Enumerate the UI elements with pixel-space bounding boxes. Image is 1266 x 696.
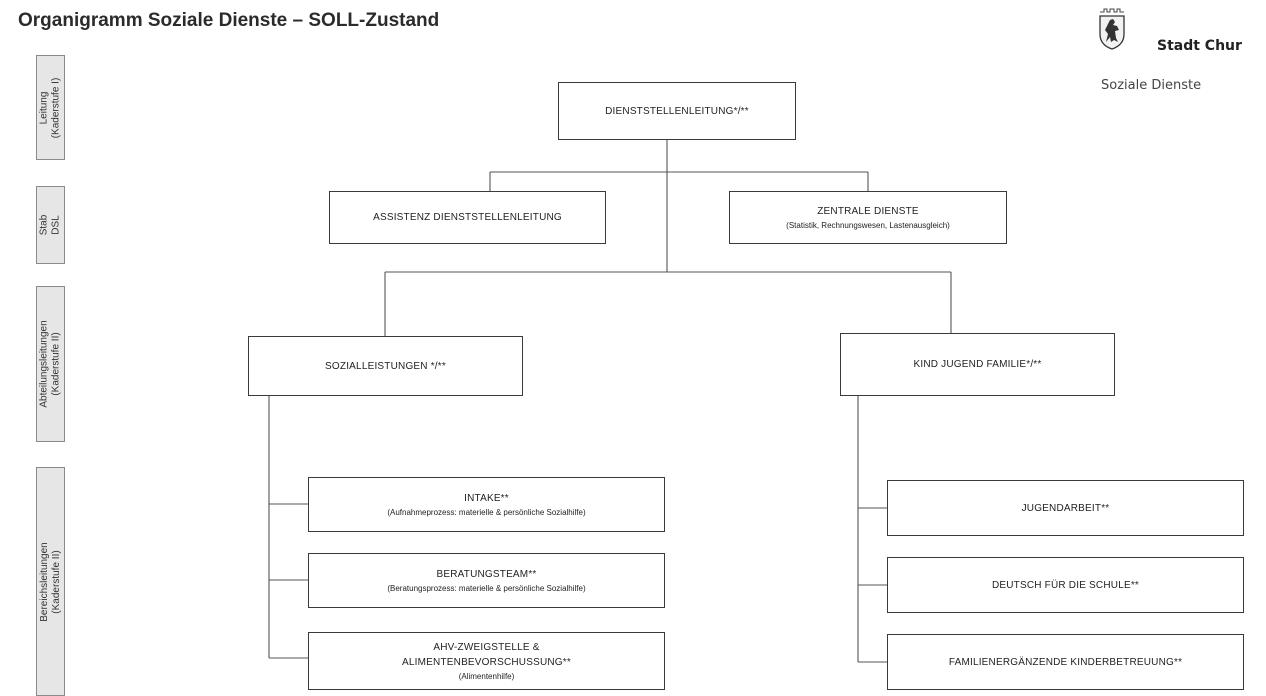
level-bereichsleitungen: Bereichsleitungen (Kaderstufe II) [36,467,65,696]
logo-department-name: Soziale Dienste [1101,78,1202,93]
node-title: DIENSTSTELLENLEITUNG*/** [605,105,749,117]
node-deutsch-fuer-die-schule: DEUTSCH FÜR DIE SCHULE** [887,557,1244,613]
node-title: AHV-ZWEIGSTELLE & [433,641,540,653]
node-title: ZENTRALE DIENSTE [817,205,919,217]
node-dienststellenleitung: DIENSTSTELLENLEITUNG*/** [558,82,796,140]
node-title: JUGENDARBEIT** [1021,502,1110,514]
node-sozialleistungen: SOZIALLEISTUNGEN */** [248,336,523,396]
node-beratungsteam: BERATUNGSTEAM** (Beratungsprozess: mater… [308,553,665,608]
node-title: SOZIALLEISTUNGEN */** [325,360,446,372]
node-familienergaenzende-kinderbetreuung: FAMILIENERGÄNZENDE KINDERBETREUUNG** [887,634,1244,690]
node-title: INTAKE** [464,492,509,504]
node-title: FAMILIENERGÄNZENDE KINDERBETREUUNG** [948,656,1183,668]
node-assistenz: ASSISTENZ DIENSTSTELLENLEITUNG [329,191,606,244]
city-logo: Stadt Chur Soziale Dienste [1097,6,1242,106]
node-title: BERATUNGSTEAM** [436,568,537,580]
coat-of-arms-icon [1099,8,1125,50]
node-title: DEUTSCH FÜR DIE SCHULE** [991,579,1140,591]
node-intake: INTAKE** (Aufnahmeprozess: materielle & … [308,477,665,532]
level-stab: Stab DSL [36,186,65,264]
node-title-line2: ALIMENTENBEVORSCHUSSUNG** [402,656,571,668]
node-subtitle: (Statistik, Rechnungswesen, Lastenausgle… [786,220,950,230]
logo-city-name: Stadt Chur [1157,38,1242,54]
level-abteilungsleitungen: Abteilungsleitungen (Kaderstufe II) [36,286,65,442]
level-leitung: Leitung (Kaderstufe I) [36,55,65,160]
node-title: KIND JUGEND FAMILIE*/** [913,359,1042,370]
node-subtitle: (Beratungsprozess: materielle & persönli… [387,583,586,593]
node-kind-jugend-familie: KIND JUGEND FAMILIE*/** [840,333,1115,396]
node-subtitle: (Alimentenhilfe) [458,671,515,681]
node-jugendarbeit: JUGENDARBEIT** [887,480,1244,536]
node-ahv-zweigstelle: AHV-ZWEIGSTELLE & ALIMENTENBEVORSCHUSSUN… [308,632,665,690]
page-title: Organigramm Soziale Dienste – SOLL-Zusta… [18,10,440,31]
node-subtitle: (Aufnahmeprozess: materielle & persönlic… [387,507,586,517]
node-title: ASSISTENZ DIENSTSTELLENLEITUNG [373,212,562,223]
node-zentrale-dienste: ZENTRALE DIENSTE (Statistik, Rechnungswe… [729,191,1007,244]
